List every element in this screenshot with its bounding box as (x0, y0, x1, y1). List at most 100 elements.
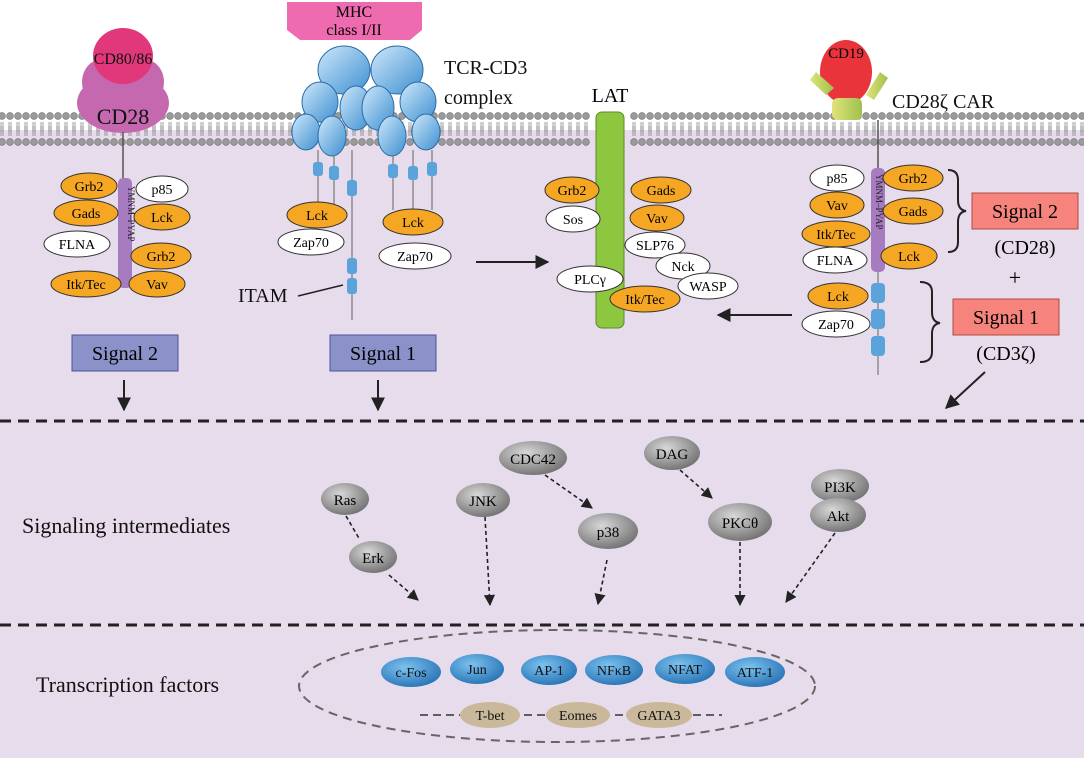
lipid-head (238, 112, 246, 120)
lipid-head (662, 112, 670, 120)
lipid-head (574, 138, 582, 146)
lipid-head (774, 138, 782, 146)
lipid-head (62, 112, 70, 120)
lipid-head (246, 138, 254, 146)
lipid-head (1062, 138, 1070, 146)
svg-text:CDC42: CDC42 (510, 452, 556, 468)
lipid-head (814, 138, 822, 146)
node-pkc-theta (708, 503, 772, 541)
lipid-head (118, 138, 126, 146)
lipid-head (254, 112, 262, 120)
lipid-head (1070, 138, 1078, 146)
svg-text:ATF-1: ATF-1 (737, 666, 774, 681)
lipid-head (758, 138, 766, 146)
lipid-head (542, 112, 550, 120)
svg-text:Grb2: Grb2 (558, 184, 587, 199)
lipid-head (822, 138, 830, 146)
lipid-head (438, 138, 446, 146)
node-cdc42 (499, 441, 567, 475)
lipid-head (1046, 138, 1054, 146)
cd28-adaptors: Grb2 Gads FLNA Itk/Tec p85 Lck Grb2 Vav (43, 172, 192, 298)
lipid-head (1006, 112, 1014, 120)
lipid-head (558, 112, 566, 120)
lipid-head (670, 138, 678, 146)
node-grb2-b (130, 242, 192, 270)
lipid-head (710, 138, 718, 146)
lipid-head (38, 138, 46, 146)
lipid-head (742, 138, 750, 146)
lipid-head (262, 112, 270, 120)
tf-jun (450, 654, 504, 684)
lipid-head (646, 138, 654, 146)
lipid-head (510, 138, 518, 146)
lipid-head (126, 138, 134, 146)
tcr-adaptors: Lck Zap70 Lck Zap70 ITAM (238, 201, 452, 307)
lipid-head (982, 138, 990, 146)
lipid-head (702, 112, 710, 120)
svg-text:T-bet: T-bet (475, 709, 504, 724)
lipid-head (998, 112, 1006, 120)
lipid-head (1030, 112, 1038, 120)
lipid-head (1038, 138, 1046, 146)
lipid-head (974, 112, 982, 120)
lipid-head (902, 138, 910, 146)
svg-text:WASP: WASP (689, 280, 727, 295)
lipid-head (158, 138, 166, 146)
tf-nfat (655, 654, 715, 684)
lipid-head (198, 138, 206, 146)
node-vav (128, 270, 186, 298)
lipid-head (438, 112, 446, 120)
lipid-head (102, 138, 110, 146)
lipid-head (630, 112, 638, 120)
lipid-head (950, 112, 958, 120)
lipid-head (830, 138, 838, 146)
node-sos (545, 205, 601, 233)
tf-c-fos (381, 657, 441, 687)
lipid-head (454, 112, 462, 120)
lipid-head (278, 112, 286, 120)
lipid-head (678, 138, 686, 146)
extracellular-space (0, 0, 1084, 112)
lipid-head (222, 138, 230, 146)
tcr-beta (370, 45, 424, 95)
node-akt (810, 498, 866, 532)
lipid-head (454, 138, 462, 146)
lipid-head (534, 138, 542, 146)
lipid-head (934, 138, 942, 146)
lipid-head (174, 138, 182, 146)
cd80-86-ligand (93, 28, 153, 84)
lipid-head (182, 112, 190, 120)
lipid-head (206, 112, 214, 120)
svg-text:Signal 2: Signal 2 (992, 201, 1058, 223)
node-gads (53, 199, 119, 227)
lipid-head (894, 112, 902, 120)
lipid-head (934, 112, 942, 120)
lipid-head (222, 112, 230, 120)
svg-text:PKCθ: PKCθ (722, 516, 758, 532)
lipid-head (694, 112, 702, 120)
lipid-head (470, 112, 478, 120)
lipid-head (1062, 112, 1070, 120)
svg-text:GATA3: GATA3 (637, 709, 680, 724)
lipid-head (862, 138, 870, 146)
lipid-head (942, 112, 950, 120)
svg-text:Itk/Tec: Itk/Tec (66, 278, 105, 293)
lipid-head (902, 112, 910, 120)
native-signals: Signal 2 Signal 1 (71, 334, 437, 412)
lipid-head (526, 112, 534, 120)
lipid-head (918, 112, 926, 120)
node-dag (644, 436, 700, 470)
lipid-head (862, 112, 870, 120)
svg-text:Vav: Vav (826, 199, 848, 214)
lipid-head (190, 138, 198, 146)
node-lck-car (880, 242, 938, 270)
svg-text:c-Fos: c-Fos (395, 666, 426, 681)
svg-text:Sos: Sos (563, 213, 583, 228)
node-plc-gamma (556, 265, 624, 293)
tf-nfkb (585, 655, 643, 685)
tcr-cd3-complex: MHC class I/II TCR-CD3 complex (287, 2, 527, 320)
lipid-head (510, 112, 518, 120)
lipid-head (838, 138, 846, 146)
node-gads-car (882, 197, 944, 225)
lipid-head (46, 138, 54, 146)
